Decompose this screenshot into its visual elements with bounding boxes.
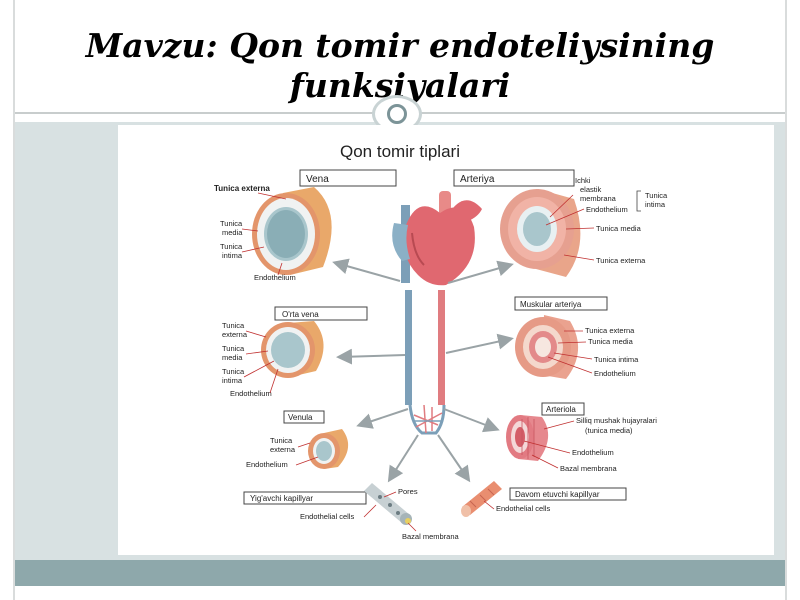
connection-arrows	[332, 258, 514, 483]
vena-tunica-media-label: Tunica media	[220, 219, 244, 237]
muskular-endothelium-label: Endothelium	[594, 369, 636, 378]
yigavchi-leader-lines	[363, 491, 417, 532]
diagram-svg: Qon tomir tiplari Vena Arteriya O'rta ve…	[214, 142, 669, 541]
orta-vena-tunica-media-label: Tunica media	[222, 344, 246, 362]
label-muskular-arteriya: Muskular arteriya	[520, 300, 582, 309]
arteriya-tunica-intima-label: Tunica intima	[645, 191, 669, 209]
davom-endothelial-label: Endothelial cells	[496, 504, 550, 513]
slide-frame-right	[785, 0, 787, 600]
venula-illustration	[308, 429, 349, 469]
muskular-arteriya-illustration	[515, 315, 579, 379]
label-box-arteriya: Arteriya	[453, 169, 575, 187]
arteriya-tunica-externa-label: Tunica externa	[596, 256, 646, 265]
label-box-vena: Vena	[299, 169, 397, 187]
label-box-orta-vena: O'rta vena	[274, 306, 368, 321]
label-box-yigavchi-kapillyar: Yig'avchi kapillyar	[243, 491, 367, 505]
orta-vena-tunica-intima-label: Tunica intima	[222, 367, 246, 385]
vena-endothelium-label: Endothelium	[254, 273, 296, 282]
arteriya-leader-lines	[545, 194, 595, 261]
arteriola-leader-lines	[523, 420, 575, 469]
arteriya-endothelium-label: Endothelium	[586, 205, 628, 214]
yigavchi-endothelial-label: Endothelial cells	[300, 512, 354, 521]
capillary-network	[408, 404, 446, 435]
label-orta-vena: O'rta vena	[282, 310, 319, 319]
venula-tunica-externa-label: Tunica externa	[270, 436, 296, 454]
vena-tunica-externa-label: Tunica externa	[214, 184, 270, 193]
yigavchi-kapillyar-illustration	[364, 483, 412, 525]
yigavchi-pores-label: Pores	[398, 487, 418, 496]
vena-illustration	[252, 187, 332, 275]
arteriola-silliq-label: Silliq mushak hujayralari (tunica media)	[576, 416, 659, 435]
davom-kapillyar-illustration	[461, 481, 502, 517]
vena-tunica-intima-label: Tunica intima	[220, 242, 244, 260]
arteriya-tunica-media-label: Tunica media	[596, 224, 642, 233]
orta-vena-tunica-externa-label: Tunica externa	[222, 321, 248, 339]
label-box-arteriola: Arteriola	[541, 402, 585, 416]
label-box-venula: Venula	[283, 410, 325, 424]
arteriya-illustration	[500, 189, 581, 277]
arteriya-intima-bracket	[636, 190, 641, 212]
arteriya-ichki-elastik-label: Ichki elastik membrana	[575, 176, 617, 203]
vessel-types-diagram: Qon tomir tiplari Vena Arteriya O'rta ve…	[118, 125, 774, 555]
vena-leader-lines	[241, 192, 287, 276]
arteriola-bazal-label: Bazal membrana	[560, 464, 618, 473]
slide-frame-left	[13, 0, 15, 600]
orta-vena-leader-lines	[243, 330, 279, 394]
muskular-leader-lines	[547, 330, 593, 374]
divider-ring-inner	[387, 104, 407, 124]
arteriola-illustration	[506, 415, 549, 461]
footer-band	[15, 560, 785, 586]
label-yigavchi-kapillyar: Yig'avchi kapillyar	[250, 494, 313, 503]
label-arteriya: Arteriya	[460, 174, 495, 185]
muskular-tunica-externa-label: Tunica externa	[585, 326, 635, 335]
label-venula: Venula	[288, 413, 313, 422]
davom-leader-line	[483, 500, 495, 510]
heart-illustration	[392, 191, 482, 405]
label-box-davom-kapillyar: Davom etuvchi kapillyar	[509, 487, 627, 501]
venula-endothelium-label: Endothelium	[246, 460, 288, 469]
muskular-tunica-media-label: Tunica media	[588, 337, 634, 346]
venula-leader-lines	[295, 442, 319, 466]
orta-vena-endothelium-label: Endothelium	[230, 389, 272, 398]
label-vena: Vena	[306, 174, 329, 185]
label-davom-kapillyar: Davom etuvchi kapillyar	[515, 490, 600, 499]
diagram-heading: Qon tomir tiplari	[340, 142, 460, 161]
label-arteriola: Arteriola	[546, 405, 576, 414]
yigavchi-bazal-label: Bazal membrana	[402, 532, 460, 541]
arteriola-endothelium-label: Endothelium	[572, 448, 614, 457]
label-box-muskular-arteriya: Muskular arteriya	[514, 296, 608, 311]
muskular-tunica-intima-label: Tunica intima	[594, 355, 639, 364]
orta-vena-illustration	[261, 321, 324, 378]
title-line-1: Mavzu: Qon tomir endoteliysining	[85, 26, 715, 65]
